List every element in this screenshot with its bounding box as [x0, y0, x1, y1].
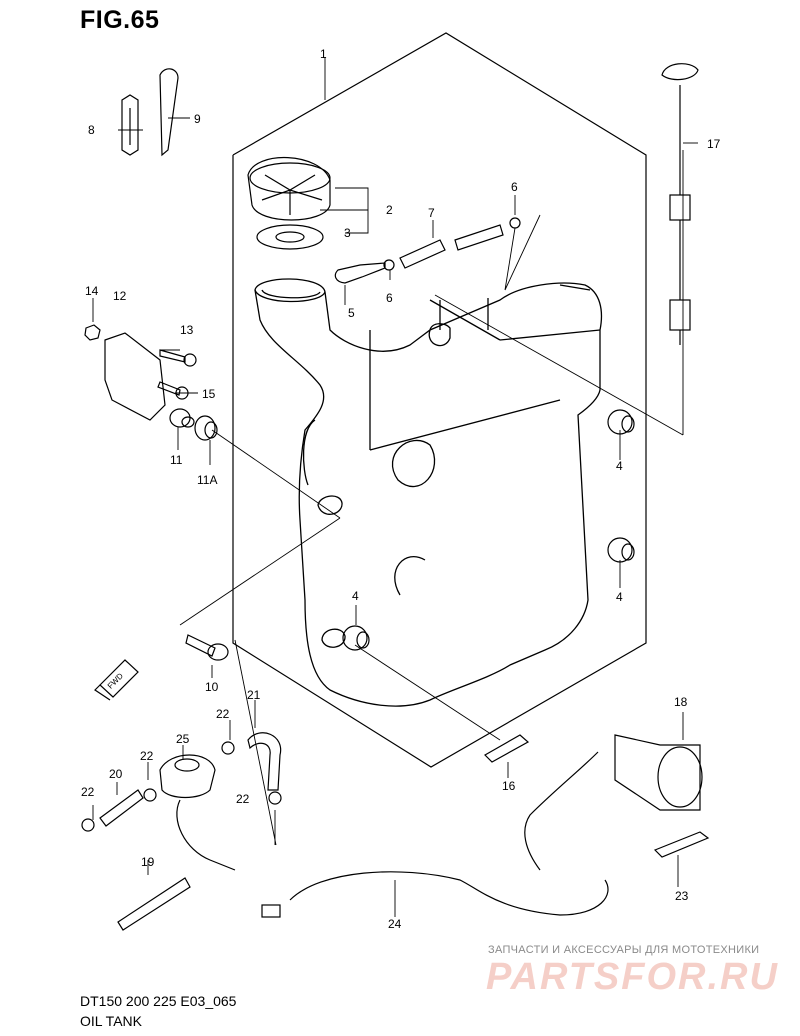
- oil-hose-20[interactable]: [99, 789, 144, 827]
- callout-22a: 22: [216, 707, 230, 721]
- bolt-13[interactable]: [159, 349, 197, 367]
- tank-bracket[interactable]: [104, 332, 166, 421]
- oil-tank[interactable]: [254, 278, 603, 707]
- callout-7: 7: [428, 206, 435, 220]
- callout-4b: 4: [616, 590, 623, 604]
- assembly-frame: [232, 32, 647, 768]
- spiral-tube[interactable]: [117, 877, 191, 931]
- cable-tie[interactable]: [159, 68, 179, 157]
- callout-3: 3: [344, 226, 351, 240]
- clamp-bracket-16[interactable]: [484, 734, 530, 763]
- hose-clip-22d[interactable]: [268, 791, 282, 805]
- leader-lines: [92, 57, 698, 917]
- callout-22b: 22: [140, 749, 154, 763]
- breather-hose[interactable]: [399, 224, 504, 269]
- hose-clip-upper[interactable]: [509, 217, 521, 229]
- bolt-15[interactable]: [157, 381, 189, 400]
- callout-10: 10: [205, 680, 219, 694]
- callout-24: 24: [388, 917, 402, 931]
- callout-11: 11: [170, 453, 183, 467]
- oil-gauge-meter[interactable]: [524, 734, 703, 871]
- callout-19: 19: [141, 855, 155, 869]
- callout-6a: 6: [511, 180, 518, 194]
- callout-1: 1: [320, 47, 327, 61]
- bracket-23[interactable]: [653, 831, 710, 858]
- callout-9: 9: [194, 112, 201, 126]
- callout-22d: 22: [236, 792, 250, 806]
- grommet-11[interactable]: [169, 408, 195, 428]
- hose-clip-22c[interactable]: [81, 818, 95, 832]
- callout-25: 25: [176, 732, 190, 746]
- callout-14: 14: [85, 284, 99, 298]
- oil-level-gauge[interactable]: [661, 63, 699, 345]
- figure-title: FIG.65: [80, 6, 160, 34]
- callout-18: 18: [674, 695, 688, 709]
- hose-clip-22b[interactable]: [143, 788, 157, 802]
- breather-plug[interactable]: [334, 262, 386, 284]
- callout-20: 20: [109, 767, 123, 781]
- hose-clip-22a[interactable]: [221, 741, 235, 755]
- callout-6b: 6: [386, 291, 393, 305]
- cap-gasket[interactable]: [256, 224, 324, 250]
- callout-23: 23: [675, 889, 689, 903]
- nut-14[interactable]: [84, 324, 101, 341]
- rubber-mount-lower[interactable]: [607, 537, 635, 563]
- callout-17: 17: [707, 137, 721, 151]
- wire-harness[interactable]: [261, 871, 609, 918]
- rubber-mount-left[interactable]: [342, 625, 370, 651]
- fwd-arrow-icon: FWD: [94, 659, 139, 701]
- callout-15: 15: [202, 387, 216, 401]
- callout-8: 8: [88, 123, 95, 137]
- mounting-bolt[interactable]: [185, 634, 229, 661]
- callout-13: 13: [180, 323, 194, 337]
- callout-4a: 4: [616, 459, 623, 473]
- callout-11a: 11A: [197, 473, 217, 487]
- callout-12: 12: [113, 289, 127, 303]
- watermark-brand: PARTSFOR.RU: [486, 956, 779, 998]
- oil-hose-21[interactable]: [247, 732, 282, 791]
- callout-4c: 4: [352, 589, 359, 603]
- footer-model-line: DT150 200 225 E03_065: [80, 993, 237, 1009]
- filler-cap[interactable]: [247, 156, 331, 221]
- callout-22c: 22: [81, 785, 95, 799]
- footer-section-name: OIL TANK: [80, 1013, 142, 1029]
- callout-16: 16: [502, 779, 516, 793]
- hose-clip-lower[interactable]: [383, 259, 395, 271]
- callout-2: 2: [386, 203, 393, 217]
- watermark-tagline: ЗАПЧАСТИ И АКСЕССУАРЫ ДЛЯ МОТОТЕХНИКИ: [488, 944, 760, 956]
- callout-21: 21: [247, 688, 261, 702]
- oil-switch[interactable]: [159, 754, 236, 871]
- callout-numbers: 1 2 3 4 4 4 5 6 6 7 8 9 10 11 11A 12 13 …: [81, 47, 721, 931]
- grommet-11a[interactable]: [194, 415, 218, 441]
- rubber-mount-upper[interactable]: [607, 409, 635, 435]
- tank-strap[interactable]: [121, 94, 139, 156]
- callout-5: 5: [348, 306, 355, 320]
